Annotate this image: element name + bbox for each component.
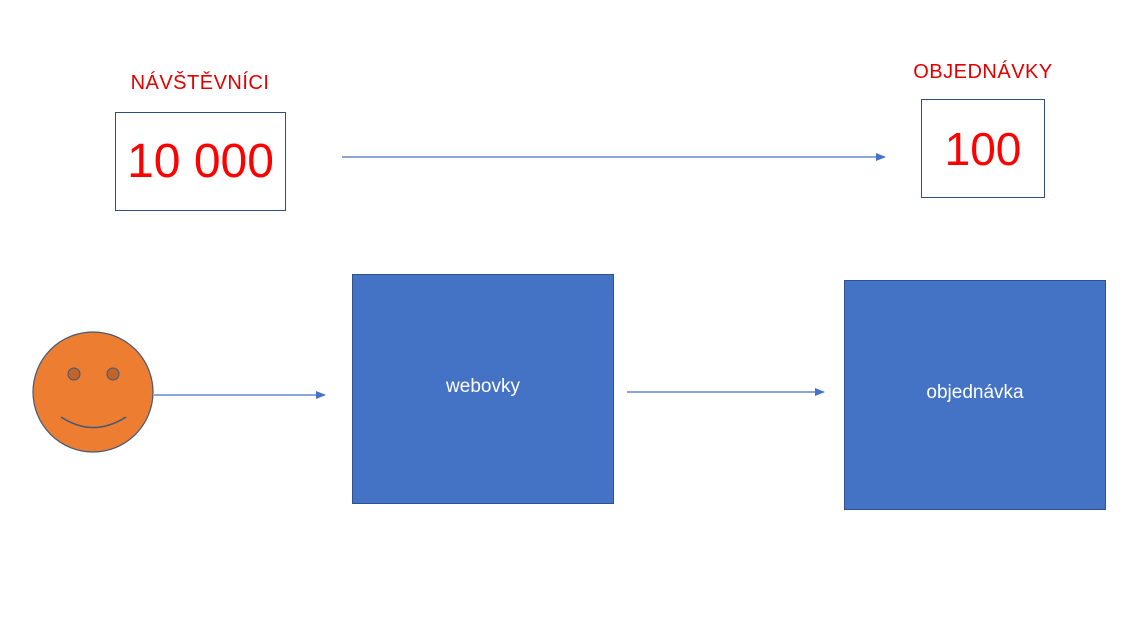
visitors-count-box: 10 000 bbox=[115, 112, 286, 211]
website-box: webovky bbox=[352, 274, 614, 504]
smiley-face-icon bbox=[32, 331, 154, 453]
orders-label: OBJEDNÁVKY bbox=[913, 61, 1053, 83]
orders-count-box: 100 bbox=[921, 99, 1045, 198]
orders-count: 100 bbox=[944, 122, 1022, 175]
website-label: webovky bbox=[446, 376, 520, 397]
visitors-label: NÁVŠTĚVNÍCI bbox=[130, 72, 270, 94]
order-box: objednávka bbox=[844, 280, 1106, 510]
order-label: objednávka bbox=[926, 382, 1024, 403]
visitors-count: 10 000 bbox=[127, 135, 274, 188]
